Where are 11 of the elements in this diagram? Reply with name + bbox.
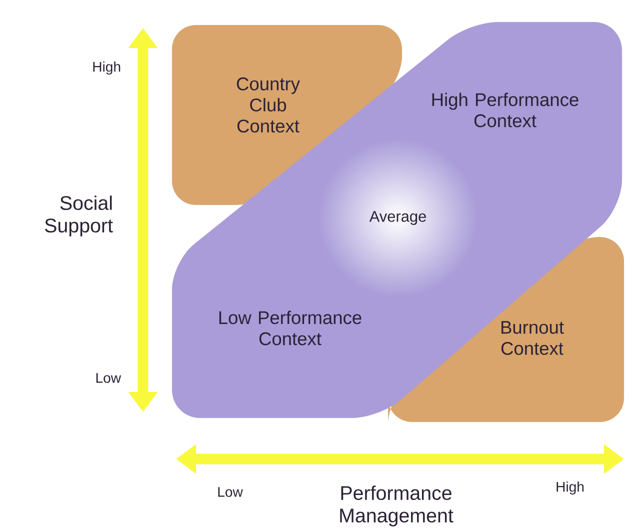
axis-label: High: [556, 481, 584, 495]
axis-label: Low: [218, 487, 243, 497]
node-label: Low Performance Context: [219, 310, 362, 346]
context-box: Country Club Context: [172, 25, 402, 205]
axis-label: Low: [96, 373, 122, 383]
axis-label: Performance Management: [340, 486, 454, 526]
node-label: Average: [369, 211, 426, 225]
axis-label: High: [93, 61, 120, 75]
node-label: High Performance Context: [432, 92, 578, 128]
context-box: Burnout Context: [388, 237, 624, 424]
axis-label: Social Support: [45, 196, 113, 236]
